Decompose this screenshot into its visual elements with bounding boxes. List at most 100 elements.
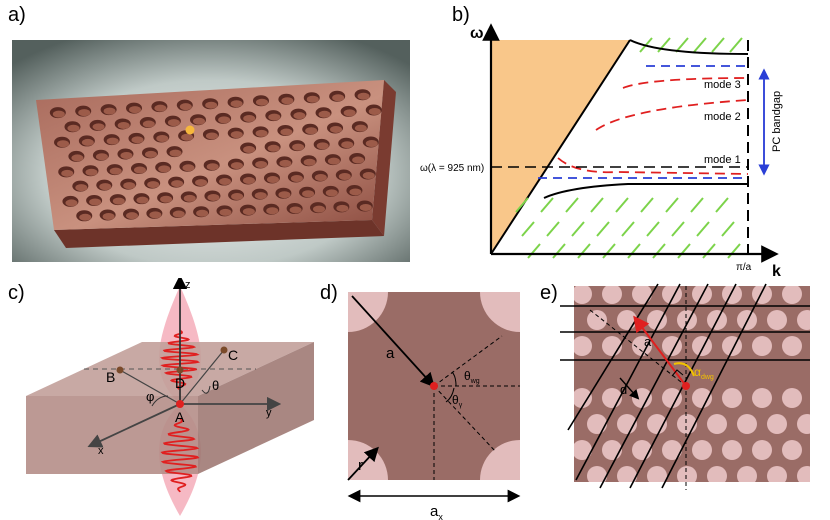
- slab-hole-inner: [267, 144, 280, 152]
- bandgap-label: PC bandgap: [771, 91, 783, 152]
- slab-hole-inner: [365, 140, 378, 147]
- slab-hole-inner: [314, 174, 327, 182]
- slab-hole-inner: [75, 184, 88, 192]
- z-axis-label: z: [185, 279, 191, 291]
- mode-3-label: mode 3: [704, 79, 741, 91]
- hatch-mark: [521, 221, 535, 237]
- crystal-hole: [812, 388, 830, 408]
- slab-hole-inner: [325, 189, 338, 197]
- hatch-mark: [596, 221, 610, 237]
- slab-hole-inner: [85, 168, 98, 176]
- hatch-mark: [640, 197, 654, 213]
- slab-front-face: [54, 220, 384, 248]
- slab-hole-inner: [354, 124, 367, 132]
- slab-hole-inner: [243, 114, 256, 122]
- crystal-hole: [587, 414, 607, 434]
- slab-hole-inner: [65, 199, 78, 207]
- lattice-vector-label: a: [644, 334, 652, 349]
- hatch-mark: [565, 197, 579, 213]
- hatch-mark: [546, 221, 560, 237]
- crystal-hole: [752, 440, 772, 460]
- k-axis-label: k: [772, 263, 781, 280]
- upper-band-hatch: [639, 37, 743, 53]
- hatch-mark: [515, 197, 529, 213]
- slab-hole-inner: [181, 133, 194, 141]
- hatch-mark: [577, 243, 591, 259]
- hole-top-right: [480, 292, 520, 332]
- slanted-line-3: [567, 283, 659, 431]
- hatch-mark: [646, 221, 660, 237]
- slab-hole-inner: [279, 159, 292, 167]
- slab-hole-inner: [123, 182, 136, 190]
- crystal-hole: [647, 414, 667, 434]
- y-axis-label: y: [266, 407, 272, 419]
- crystal-hole: [632, 492, 652, 512]
- omega-axis-label: ω: [470, 25, 484, 42]
- slab-hole-inner: [349, 188, 362, 196]
- hatch-mark: [675, 37, 689, 53]
- panel-b-label: b): [452, 4, 470, 26]
- slab-hole-inner: [306, 95, 319, 103]
- crystal-hole: [587, 310, 607, 330]
- crystal-hole: [602, 492, 622, 512]
- point-d-marker: [176, 366, 184, 374]
- theta-wg-label: θwg: [464, 369, 480, 385]
- slab-hole-inner: [266, 207, 279, 215]
- slanted-line-1: [575, 283, 681, 481]
- slab-hole-inner: [196, 209, 209, 217]
- unit-cell-diagram: a r ax θwg θγ: [347, 292, 521, 520]
- slab-hole-inner: [230, 162, 243, 170]
- lower-wave-packet: [160, 417, 200, 493]
- theta-wg-arc: [451, 371, 457, 387]
- slab-hole-inner: [313, 205, 325, 213]
- slab-hole-inner: [169, 149, 182, 157]
- slab-hole-inner: [160, 195, 173, 203]
- hatch-mark: [590, 197, 604, 213]
- crystal-hole: [797, 466, 810, 482]
- slab-hole-inner: [362, 172, 375, 179]
- slab-hole-inner: [330, 125, 343, 133]
- right-angle-marker: [671, 369, 684, 377]
- ax-label: ax: [430, 503, 443, 520]
- slab-hole-inner: [219, 178, 232, 186]
- frequency-label: ω(λ = 925 nm): [420, 163, 484, 174]
- hatch-mark: [571, 221, 585, 237]
- crystal-hole: [692, 440, 712, 460]
- crystal-hole: [812, 440, 830, 460]
- slab-hole-inner: [117, 121, 130, 129]
- slab-hole-inner: [242, 208, 255, 216]
- crystal-hole: [692, 492, 712, 512]
- crystal-hole: [767, 310, 787, 330]
- slab-hole-inner: [207, 193, 220, 201]
- hole-bottom-right: [480, 440, 520, 480]
- crystal-hole: [782, 286, 802, 304]
- hatch-mark: [615, 197, 629, 213]
- hatch-mark: [665, 197, 679, 213]
- slab-hole-inner: [368, 108, 381, 115]
- slab-hole-inner: [142, 120, 155, 128]
- hatch-mark: [690, 197, 704, 213]
- theta-arc: [201, 385, 211, 394]
- slanted-line-5: [661, 283, 767, 489]
- hatch-mark: [729, 37, 743, 53]
- slab-hole-inner: [92, 123, 105, 131]
- slab-hole-inner: [61, 169, 74, 177]
- crystal-hole: [737, 414, 757, 434]
- slab-hole-inner: [266, 176, 279, 184]
- crystal-hole: [647, 310, 667, 330]
- crystal-hole: [632, 336, 652, 356]
- slab-hole-inner: [154, 104, 167, 112]
- slab-hole-inner: [79, 213, 92, 221]
- slab-hole-inner: [341, 141, 354, 149]
- mode-3-curve: [622, 77, 749, 89]
- lattice-vector-arrow: [633, 315, 687, 387]
- crystal-holes: [574, 286, 830, 512]
- slab-hole-inner: [183, 194, 196, 202]
- crystal-hole: [752, 336, 772, 356]
- theta-gamma-arc: [445, 387, 455, 403]
- slab-hole-inner: [302, 190, 315, 198]
- upper-band-edge: [629, 39, 749, 55]
- slab-hole-inner: [352, 156, 365, 164]
- slab-hole-inner: [81, 138, 94, 146]
- slab-hole-inner: [338, 173, 351, 181]
